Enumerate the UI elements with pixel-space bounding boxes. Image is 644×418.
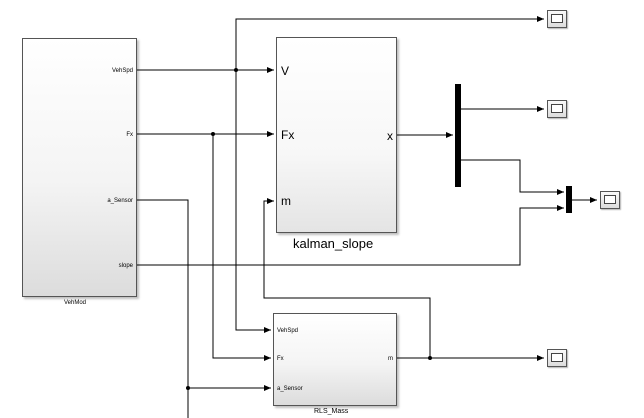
scope-block-4[interactable] (547, 349, 567, 367)
kalman-block-name: kalman_slope (293, 236, 374, 251)
wire-vehspd-to-rls (235, 70, 271, 333)
rls-mass-block[interactable]: VehSpd Fx a_Sensor m (273, 313, 397, 406)
wire-slope-to-mux2 (137, 205, 564, 266)
scope-icon (551, 14, 563, 23)
wire-asensor-to-rls (137, 199, 189, 418)
junction-dot (211, 132, 215, 136)
kalman-port-m: m (281, 194, 291, 208)
rls-port-a-sensor: a_Sensor (277, 386, 303, 392)
wire-vehspd-to-scope-top (235, 16, 544, 70)
junction-dot (186, 386, 190, 390)
junction-dot (428, 356, 432, 360)
scope-block-3[interactable] (600, 191, 620, 209)
wire-fx-to-rls (212, 134, 271, 361)
wire-mux1-to-mux2 (461, 159, 564, 195)
junction-dot (234, 68, 238, 72)
mux-block-2[interactable] (566, 186, 572, 213)
scope-icon (604, 195, 616, 204)
vehmod-block-name: VehMod (64, 300, 87, 306)
kalman-port-x: x (387, 129, 393, 143)
vehmod-port-slope: slope (118, 263, 133, 269)
vehmod-port-fx: Fx (126, 132, 133, 138)
rls-port-fx: Fx (277, 356, 284, 362)
kalman-port-fx: Fx (281, 128, 295, 142)
kalman-port-v: V (281, 64, 290, 78)
vehmod-port-a-sensor: a_Sensor (107, 198, 133, 204)
mux-block-1[interactable] (455, 84, 461, 187)
wire-rls-m-feedback (263, 198, 431, 358)
vehmod-block[interactable]: VehSpd Fx a_Sensor slope (22, 38, 137, 297)
scope-icon (551, 353, 563, 362)
rls-port-vehspd: VehSpd (277, 328, 299, 334)
kalman-slope-block[interactable]: V Fx m x (276, 37, 397, 233)
scope-block-2[interactable] (547, 100, 567, 118)
rls-port-m: m (388, 356, 393, 362)
rls-block-name: RLS_Mass (314, 408, 349, 415)
scope-block-1[interactable] (547, 10, 567, 28)
scope-icon (551, 104, 563, 113)
vehmod-port-vehspd: VehSpd (111, 68, 133, 74)
